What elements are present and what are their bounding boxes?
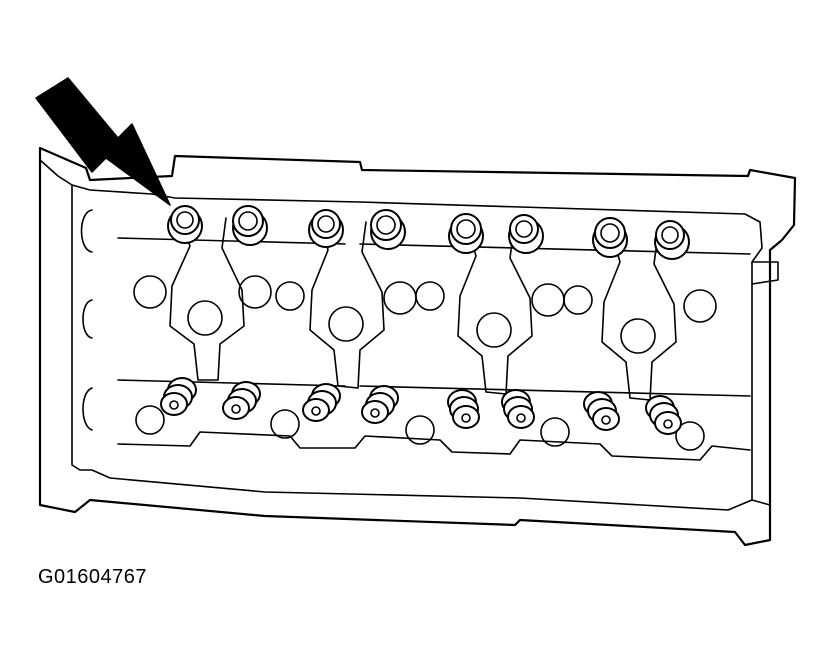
lower-valve-4	[361, 385, 399, 424]
lower-valve-8	[645, 395, 682, 435]
figure-id-label: G01604767	[38, 566, 148, 588]
cylinder-head-left-flange	[39, 159, 73, 186]
cam-bridge-4	[601, 233, 677, 401]
lower-valve-7	[583, 391, 620, 431]
cylinder-head-right-flange	[751, 261, 779, 506]
cylinder-head-inner-rim	[71, 184, 763, 511]
lower-rail	[117, 379, 751, 397]
lower-valve-5	[447, 389, 480, 429]
upper-valve-6	[508, 214, 544, 254]
lower-valve-6	[501, 389, 535, 429]
upper-valve-row	[167, 205, 690, 260]
lower-valve-row	[160, 377, 682, 435]
upper-valve-7	[592, 217, 628, 258]
bottom-scallops	[117, 431, 751, 461]
cam-bridge-2	[309, 221, 385, 389]
left-boss	[80, 209, 93, 431]
upper-valve-3	[308, 209, 344, 248]
port-holes	[133, 275, 717, 451]
arrow-pointer-icon	[35, 77, 171, 206]
upper-valve-1	[167, 205, 203, 244]
cam-bridge-1	[169, 217, 245, 381]
lower-valve-1	[160, 377, 197, 416]
lower-valve-2	[222, 381, 261, 420]
cam-bridge-3	[457, 227, 533, 395]
upper-valve-2	[232, 205, 268, 246]
lower-valve-3	[302, 383, 341, 422]
upper-valve-4	[370, 209, 406, 250]
cylinder-head-outline	[38, 146, 797, 547]
upper-valve-8	[654, 220, 690, 260]
upper-valve-5	[448, 213, 484, 254]
